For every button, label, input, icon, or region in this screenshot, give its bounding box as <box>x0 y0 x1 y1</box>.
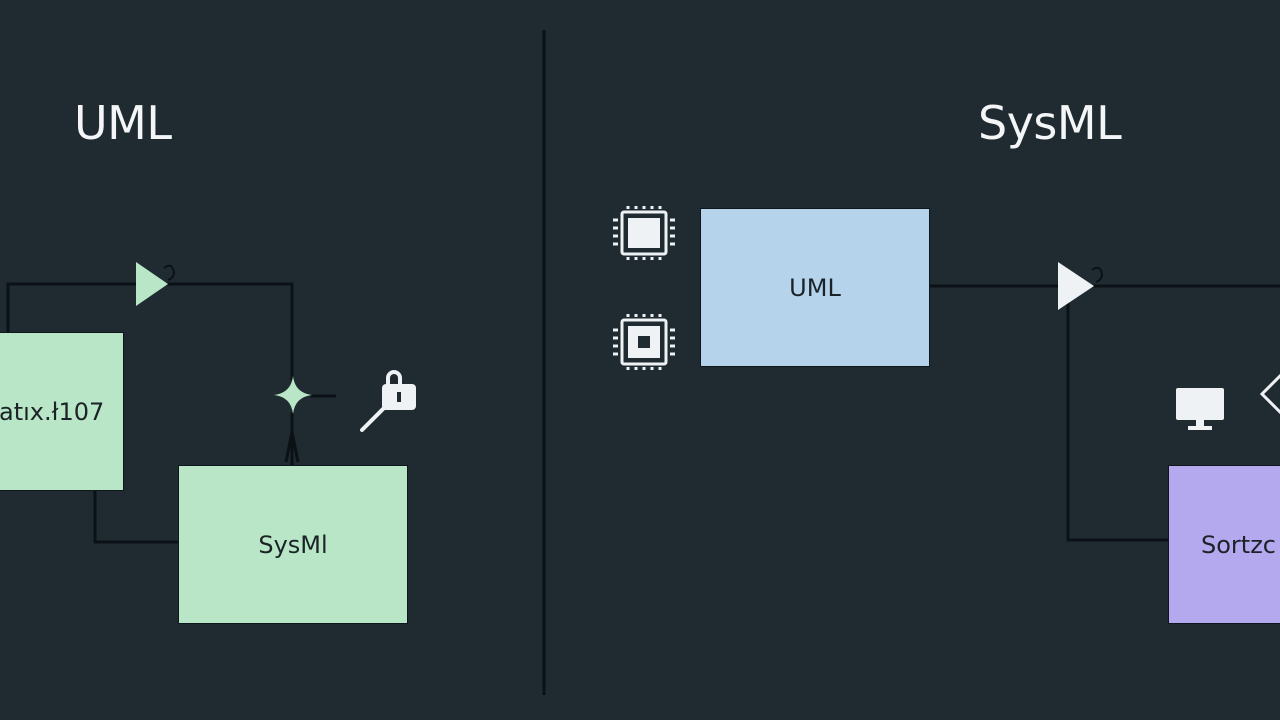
connector-left-bottom <box>93 490 180 544</box>
triangle-arrow-icon <box>136 262 176 306</box>
diamond-icon <box>1260 373 1280 415</box>
connector-right-loop <box>1066 286 1170 542</box>
triangle-arrow-icon <box>1058 262 1104 310</box>
chip-icon <box>613 314 675 370</box>
lock-key-icon[interactable] <box>356 370 422 436</box>
chip-icon <box>613 206 675 260</box>
uml-block[interactable]: UML <box>700 208 930 367</box>
panel-title-uml: UML <box>74 96 172 150</box>
diamond-icon <box>274 376 312 414</box>
sysml-block[interactable]: SysMl <box>178 465 408 624</box>
block-label: Sortzc <box>1201 530 1276 559</box>
block-label: UML <box>789 273 841 302</box>
panel-title-sysml: SysML <box>978 96 1122 150</box>
open-arrowhead-icon <box>284 431 300 463</box>
partial-block-left[interactable]: atıx.ł107 <box>0 332 124 491</box>
block-label: atıx.ł107 <box>0 397 105 426</box>
block-label: SysMl <box>258 530 328 559</box>
partial-block-right[interactable]: Sortzc <box>1168 465 1280 624</box>
monitor-icon <box>1176 388 1224 430</box>
